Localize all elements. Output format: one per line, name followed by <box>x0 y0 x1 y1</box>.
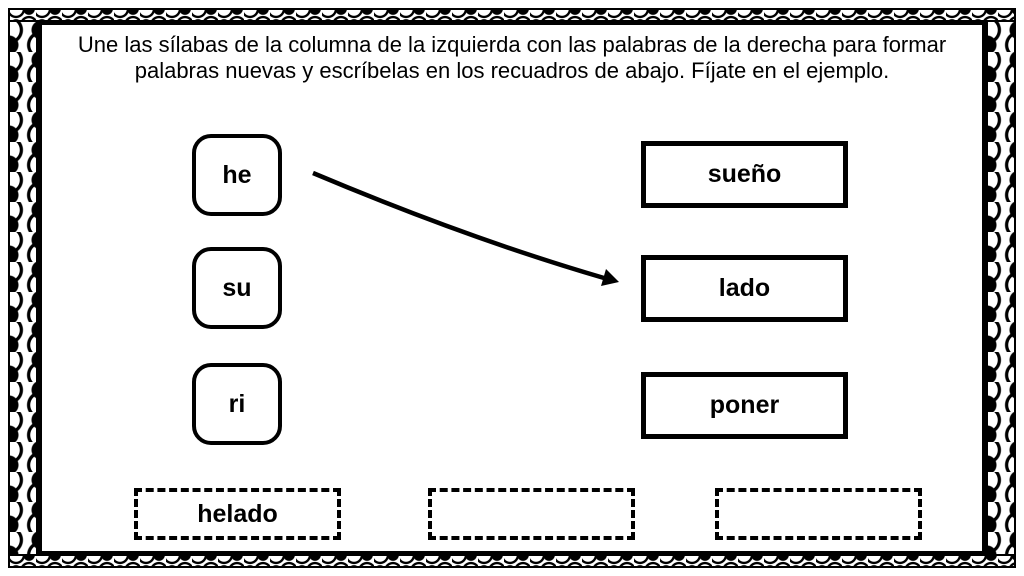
answer-value: helado <box>197 499 278 528</box>
syllable-label: he <box>222 160 252 189</box>
decorative-border-top <box>8 8 1016 22</box>
word-box-sueno[interactable]: sueño <box>641 141 848 208</box>
worksheet-instructions: Une las sílabas de la columna de la izqu… <box>77 32 947 83</box>
answer-box-example[interactable]: helado <box>134 488 341 540</box>
decorative-border-bottom <box>8 554 1016 568</box>
word-label: sueño <box>707 160 782 188</box>
word-box-lado[interactable]: lado <box>641 255 848 322</box>
answer-box-2[interactable] <box>428 488 635 540</box>
worksheet-content: Une las sílabas de la columna de la izqu… <box>38 21 986 555</box>
word-label: poner <box>709 391 780 419</box>
word-label: lado <box>718 274 771 302</box>
syllable-label: su <box>222 273 252 302</box>
answer-box-3[interactable] <box>715 488 922 540</box>
syllable-box-su[interactable]: su <box>192 247 282 329</box>
decorative-border-left <box>8 20 38 556</box>
syllable-box-ri[interactable]: ri <box>192 363 282 445</box>
syllable-box-he[interactable]: he <box>192 134 282 216</box>
decorative-border-right <box>986 20 1016 556</box>
word-box-poner[interactable]: poner <box>641 372 848 439</box>
syllable-label: ri <box>228 389 246 418</box>
decorative-border: Une las sílabas de la columna de la izqu… <box>8 8 1016 568</box>
